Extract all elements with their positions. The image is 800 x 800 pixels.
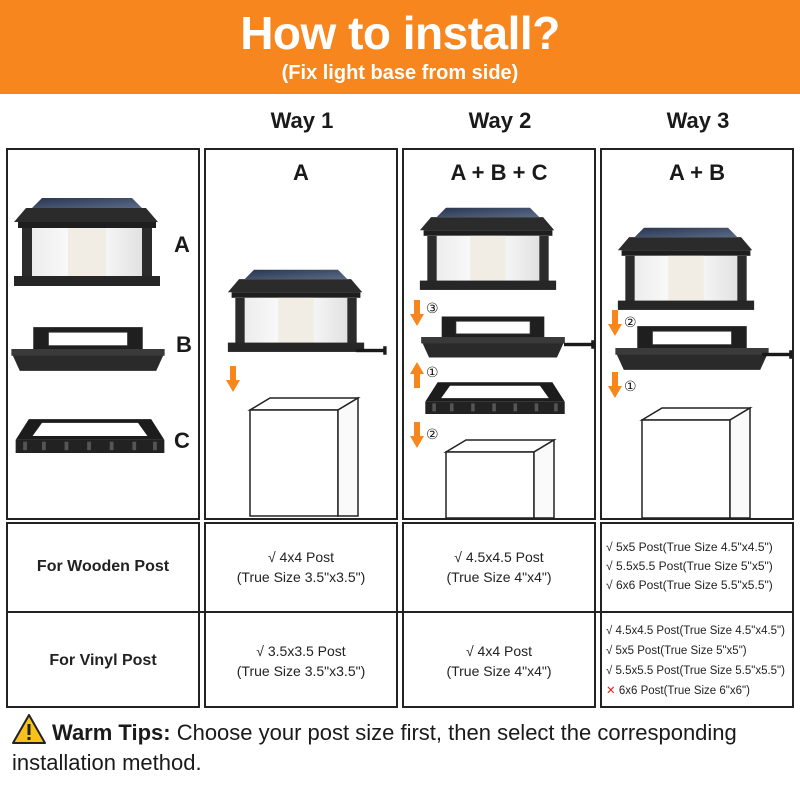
size-line: √ 4.5x4.5 Post — [454, 548, 544, 565]
screw-icon — [356, 346, 390, 355]
true-size-line: (True Size 3.5"x3.5") — [236, 662, 366, 679]
way-2-heading: Way 2 — [468, 108, 532, 133]
parts-panel: A B C — [6, 148, 200, 520]
table-way-3-column — [600, 522, 794, 708]
table-row: √ 4x4 Post (True Size 3.5"x3.5") — [204, 522, 398, 611]
base-adapter-image — [612, 322, 772, 374]
way-1-combo: A — [293, 160, 309, 185]
table-row: √ 4x4 Post (True Size 4"x4") — [402, 613, 596, 708]
tips-text: Choose your post size first, then select… — [12, 720, 737, 775]
step-number: ② — [426, 426, 439, 442]
table-row: √ 5x5 Post(True Size 4.5"x4.5") √ 5.5x5.… — [600, 522, 794, 611]
screw-icon — [762, 350, 796, 359]
row-label-vinyl: For Vinyl Post — [49, 651, 157, 669]
true-size-line: (True Size 4"x4") — [446, 568, 552, 585]
list-item: √ 5x5 Post(True Size 5"x5") — [606, 644, 747, 657]
lamp-head-image — [226, 262, 366, 356]
size-line: √ 4x4 Post — [267, 548, 335, 565]
warning-icon — [12, 714, 46, 744]
base-adapter-image — [418, 312, 568, 362]
arrow-down-icon — [226, 366, 240, 392]
way-2-combo: A + B + C — [450, 160, 548, 185]
ring-adapter-image — [420, 376, 570, 422]
lamp-head-image — [418, 200, 558, 294]
way-1-panel: A — [204, 148, 398, 520]
table-row: √ 4.5x4.5 Post (True Size 4"x4") — [402, 522, 596, 611]
table-row: √ 4.5x4.5 Post(True Size 4.5"x4.5") √ 5x… — [600, 613, 794, 708]
arrow-down-icon — [410, 422, 424, 448]
warm-tips: Warm Tips: Choose your post size first, … — [12, 714, 792, 778]
list-item: √ 6x6 Post(True Size 5.5"x5.5") — [606, 578, 773, 592]
way-2-panel: A + B + C ③ ① ② — [402, 148, 596, 520]
table-way-2-column — [402, 522, 596, 708]
list-item: √ 5.5x5.5 Post(True Size 5.5"x5.5") — [606, 664, 785, 677]
cross-icon: ✕ — [606, 684, 616, 697]
lamp-head-image — [616, 220, 756, 314]
list-item: √ 5.5x5.5 Post(True Size 5"x5") — [606, 559, 773, 573]
wooden-post-image — [639, 406, 753, 518]
true-size-line: (True Size 4"x4") — [446, 662, 552, 679]
table-row: √ 3.5x3.5 Post (True Size 3.5"x3.5") — [204, 613, 398, 708]
way-3-heading: Way 3 — [666, 108, 730, 133]
screw-icon — [564, 340, 598, 349]
header-banner: How to install? (Fix light base from sid… — [0, 0, 800, 94]
list-item: √ 5x5 Post(True Size 4.5"x4.5") — [606, 540, 773, 554]
part-label-c: C — [174, 428, 190, 453]
base-adapter-image — [8, 320, 168, 378]
size-line: √ 3.5x3.5 Post — [256, 642, 346, 659]
wooden-post-image — [244, 394, 364, 518]
wooden-post-image — [443, 438, 557, 518]
table-label-column — [6, 522, 200, 708]
lamp-head-image — [12, 190, 162, 290]
table-way-1-column — [204, 522, 398, 708]
list-item: √ 4.5x4.5 Post(True Size 4.5"x4.5") — [606, 624, 785, 637]
way-3-combo: A + B — [668, 160, 726, 185]
arrow-down-icon — [608, 372, 622, 398]
step-number: ③ — [426, 300, 439, 316]
way-3-panel: A + B ② ① — [600, 148, 794, 520]
tips-label: Warm Tips: — [52, 720, 171, 745]
way-1-heading: Way 1 — [270, 108, 334, 133]
ring-adapter-image — [10, 412, 170, 462]
size-line: √ 4x4 Post — [465, 642, 533, 659]
table-row-divider — [6, 611, 794, 613]
list-item: ✕ 6x6 Post(True Size 6"x6") — [606, 684, 750, 697]
part-label-a: A — [174, 232, 190, 257]
row-label-wooden: For Wooden Post — [36, 557, 170, 575]
page-subtitle: (Fix light base from side) — [281, 62, 519, 84]
step-number: ① — [426, 364, 439, 380]
step-number: ① — [624, 378, 637, 394]
part-label-b: B — [176, 332, 192, 357]
step-number: ② — [624, 314, 637, 330]
true-size-line: (True Size 3.5"x3.5") — [236, 568, 366, 585]
page-title: How to install? — [240, 7, 560, 59]
